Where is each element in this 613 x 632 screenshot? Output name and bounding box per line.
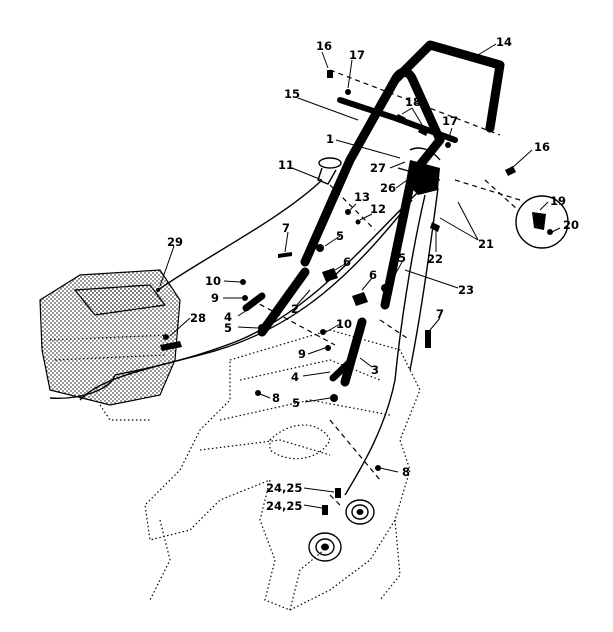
- rear-wheel-right: [345, 499, 375, 525]
- callout-labels: 1 2 3 4 4 5 5 5 5 5 6 6 7 7 8 8 9 9 10 1…: [167, 35, 579, 513]
- label-4b: 4: [291, 370, 299, 384]
- label-16a: 16: [316, 39, 332, 53]
- label-11: 11: [278, 158, 294, 172]
- control-cables: [49, 187, 439, 496]
- label-7b: 7: [436, 307, 444, 321]
- label-10a: 10: [205, 274, 221, 288]
- label-20: 20: [563, 218, 579, 232]
- label-10b: 10: [336, 317, 352, 331]
- label-6b: 6: [369, 268, 377, 282]
- label-24-25b: 24,25: [266, 499, 302, 513]
- label-21: 21: [478, 237, 494, 251]
- label-15: 15: [284, 87, 300, 101]
- label-17a: 17: [349, 48, 365, 62]
- label-5c: 5: [398, 251, 406, 265]
- label-9b: 9: [298, 347, 306, 361]
- label-23: 23: [458, 283, 474, 297]
- top-handle-bar: [390, 40, 505, 133]
- leader-lines: [159, 43, 561, 509]
- label-4a: 4: [224, 310, 232, 324]
- label-26: 26: [380, 181, 396, 195]
- label-12: 12: [370, 202, 386, 216]
- label-14: 14: [496, 35, 512, 49]
- label-2: 2: [291, 302, 299, 316]
- label-17b: 17: [442, 114, 458, 128]
- lower-handle-right: [340, 317, 367, 387]
- label-5d: 5: [292, 396, 300, 410]
- mower-deck-outline: [144, 329, 421, 611]
- label-22: 22: [427, 252, 443, 266]
- control-box: [406, 147, 441, 195]
- label-7a: 7: [282, 221, 290, 235]
- label-27: 27: [370, 161, 386, 175]
- crossbar: [337, 97, 458, 143]
- label-16b: 16: [534, 140, 550, 154]
- label-29: 29: [167, 235, 183, 249]
- inset-detail: [484, 179, 569, 249]
- label-1: 1: [326, 132, 334, 146]
- label-8a: 8: [272, 391, 280, 405]
- rear-wheel-left: [308, 532, 342, 562]
- label-5a: 5: [336, 229, 344, 243]
- hardware-parts: [160, 70, 516, 515]
- label-18: 18: [405, 95, 421, 109]
- label-8b: 8: [402, 465, 410, 479]
- label-28: 28: [190, 311, 206, 325]
- label-6a: 6: [343, 255, 351, 269]
- starter-rope: [156, 179, 323, 292]
- label-24-25a: 24,25: [266, 481, 302, 495]
- label-19: 19: [550, 194, 566, 208]
- label-5b: 5: [224, 321, 232, 335]
- lower-handle-left: [257, 267, 310, 337]
- label-9a: 9: [211, 291, 219, 305]
- label-13: 13: [354, 190, 370, 204]
- starter-handle: [317, 157, 342, 185]
- label-3: 3: [371, 363, 379, 377]
- engine: [39, 269, 181, 421]
